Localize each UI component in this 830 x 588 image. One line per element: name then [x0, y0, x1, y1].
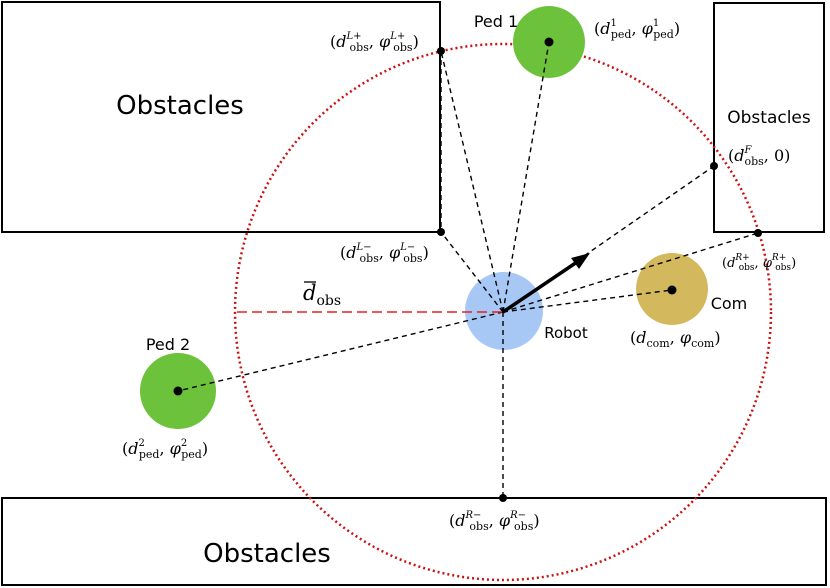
- point-ped1: [544, 37, 554, 47]
- ped2-label: Ped 2: [146, 335, 190, 354]
- ray-obs-l-minus: [440, 231, 504, 313]
- point-obs-l-plus: [437, 47, 445, 55]
- obstacle-right-label: Obstacles: [727, 108, 811, 128]
- ped1-label: Ped 1: [474, 12, 518, 31]
- point-obs-f: [710, 162, 718, 170]
- ray-ped2: [177, 311, 504, 392]
- com-label: Com: [711, 294, 748, 313]
- obstacle-bottom-label: Obstacles: [203, 539, 331, 569]
- point-ped2: [173, 386, 183, 396]
- heading-arrow-shaft: [502, 258, 581, 314]
- point-obs-l-minus: [437, 228, 445, 236]
- label-obs-r-minus: (dR−obs, φR−obs): [449, 510, 540, 533]
- ray-ped1: [502, 41, 550, 313]
- obstacle-bottom-box: [1, 497, 827, 586]
- heading-arrow-head: [571, 253, 590, 269]
- robot-label: Robot: [544, 324, 588, 342]
- sensing-range-circle: [233, 42, 773, 582]
- obstacle-left-box: [1, 1, 441, 233]
- ray-obs-f: [502, 165, 715, 313]
- obstacle-left-label: Obstacles: [116, 91, 244, 121]
- point-obs-r-plus: [754, 229, 762, 237]
- label-obs-l-minus: (dL−obs, φL−obs): [340, 242, 429, 265]
- label-com: (dcom, φcom): [630, 328, 721, 350]
- label-obs-r-plus: (dR+obs, φR+obs): [722, 253, 796, 273]
- point-obs-r-minus: [499, 494, 507, 502]
- ray-com: [502, 289, 673, 313]
- point-com: [667, 285, 677, 295]
- obstacle-right-box: [713, 2, 825, 233]
- label-obs-l-plus: (dL+obs, φL+obs): [330, 31, 419, 54]
- dbar-obs-label: dobs: [303, 281, 341, 309]
